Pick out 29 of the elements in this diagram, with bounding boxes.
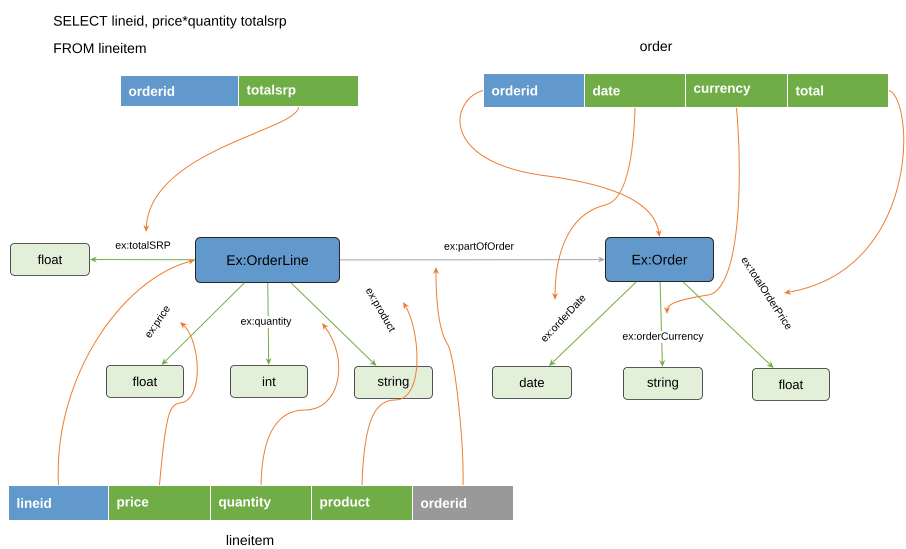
table-cell: totalsrp: [238, 75, 359, 107]
datatype-box: float: [106, 365, 184, 398]
table-cell: total: [787, 73, 889, 108]
datatype-box: float: [10, 243, 90, 276]
table-cell: currency: [685, 73, 788, 108]
datatype-box: string: [354, 366, 433, 399]
table-title: lineitem: [226, 534, 274, 546]
edge-label: ex:quantity: [240, 316, 292, 328]
table-cell: orderid: [120, 75, 239, 107]
edge-label: ex:partOfOrder: [443, 241, 516, 253]
edge-label: ex:orderCurrency: [621, 331, 705, 343]
class-box: Ex:Order: [605, 237, 714, 282]
datatype-box: int: [230, 365, 308, 398]
table-cell: lineid: [8, 485, 109, 521]
table-cell: quantity: [210, 485, 312, 521]
class-box: Ex:OrderLine: [195, 237, 340, 283]
table-title: FROM lineitem: [54, 42, 146, 54]
table-cell: orderid: [483, 73, 585, 108]
datatype-box: string: [623, 367, 703, 400]
table-cell: date: [584, 73, 686, 108]
table-cell: orderid: [412, 485, 514, 521]
table-title: order: [640, 40, 672, 52]
datatype-box: float: [752, 368, 830, 401]
edge-label: ex:totalSRP: [114, 240, 172, 250]
table-cell: product: [311, 485, 413, 521]
table-title: SELECT lineid, price*quantity totalsrp: [54, 15, 286, 29]
mapping-arrow: [159, 322, 198, 486]
datatype-box: date: [492, 366, 572, 399]
table-cell: price: [108, 485, 211, 521]
